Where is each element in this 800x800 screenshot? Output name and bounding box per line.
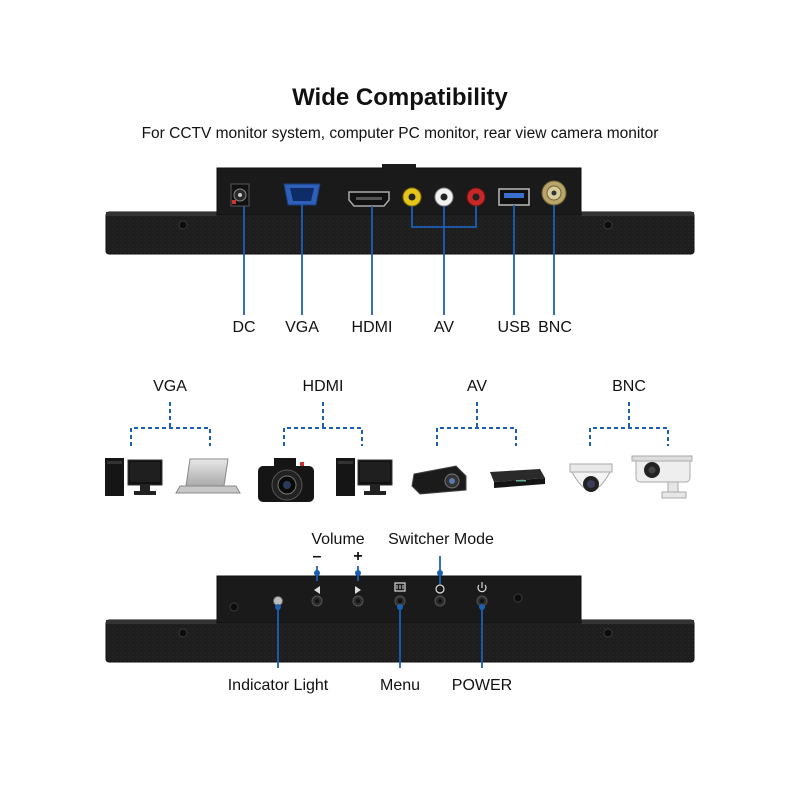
device-group-hdmi: HDMI [302,378,344,395]
device-group-bnc: BNC [612,378,646,395]
port-label-dc: DC [232,319,256,336]
page-title: Wide Compatibility [292,84,508,111]
port-label-bnc: BNC [538,319,572,336]
device-group-vga: VGA [153,378,187,395]
bnc-port-icon [541,180,567,206]
port-label-hdmi: HDMI [351,319,393,336]
switcher-mode-label: Switcher Mode [388,531,494,548]
device-group-av: AV [466,378,488,395]
hdmi-port-icon [348,191,390,207]
device-brackets [130,402,669,446]
vga-port-icon [283,183,321,206]
port-label-usb: USB [497,319,531,336]
projector-icon [411,465,467,495]
power-button [476,582,488,607]
av-port-icon [402,187,486,207]
volume-label: Volume [311,531,365,548]
desktop-pc-icon-2 [336,458,393,496]
switcher-mode-button [434,584,446,607]
dome-camera-icon [569,463,613,492]
volume-up-button [352,586,364,607]
monitor-rear-panel [105,164,695,255]
indicator-light-label: Indicator Light [227,677,329,694]
volume-plus-label: + [353,548,363,565]
port-label-av: AV [433,319,455,336]
bullet-camera-icon [631,455,693,499]
port-label-vga: VGA [285,319,319,336]
menu-label: Menu [379,677,421,694]
volume-minus-label: – [312,548,322,565]
usb-port-icon [498,188,530,206]
power-label: POWER [451,677,513,694]
dc-port-icon [230,183,250,207]
camera-icon [258,458,314,502]
leader-dots [275,570,485,610]
dvd-player-icon [490,469,545,488]
volume-down-button [311,586,323,607]
page-subtitle: For CCTV monitor system, computer PC mon… [141,125,659,142]
laptop-icon [175,458,241,494]
desktop-pc-icon [105,458,163,496]
port-leader-lines [243,205,555,315]
